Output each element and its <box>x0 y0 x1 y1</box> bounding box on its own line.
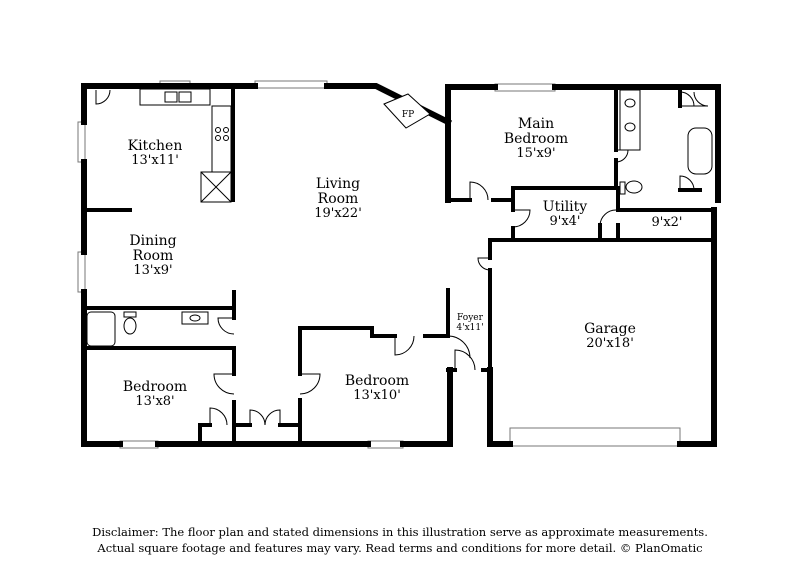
foyer-name: Foyer <box>457 313 484 323</box>
windows <box>77 80 681 449</box>
garage-dims: 20'x18' <box>586 336 634 351</box>
interior-walls <box>82 86 716 446</box>
fireplace-label: FP <box>402 110 414 120</box>
door-swings <box>95 89 709 426</box>
room-labels: Kitchen 13'x11' Living Room 19'x22' Main… <box>123 110 683 409</box>
fixtures <box>86 88 713 347</box>
main-bedroom-dims: 15'x9' <box>516 146 555 161</box>
living-dims: 19'x22' <box>314 206 362 221</box>
kitchen-dims: 13'x11' <box>131 153 179 168</box>
main-bedroom-name-1: Main <box>518 116 554 132</box>
bedroom-center-dims: 13'x10' <box>353 388 401 403</box>
dining-dims: 13'x9' <box>133 263 172 278</box>
bedroom-left-dims: 13'x8' <box>135 394 174 409</box>
disclaimer-line-1: Disclaimer: The floor plan and stated di… <box>92 525 708 539</box>
kitchen-name: Kitchen <box>128 138 183 154</box>
living-name-2: Room <box>318 191 359 207</box>
garage-name: Garage <box>584 321 636 337</box>
main-bedroom-name-2: Bedroom <box>504 131 568 147</box>
disclaimer: Disclaimer: The floor plan and stated di… <box>0 524 800 556</box>
living-name-1: Living <box>316 176 360 192</box>
dining-name-1: Dining <box>129 233 176 249</box>
foyer-dims: 4'x11' <box>456 323 483 333</box>
utility-name: Utility <box>543 199 587 215</box>
bedroom-left-name: Bedroom <box>123 379 187 395</box>
closet-dims: 9'x2' <box>651 215 682 230</box>
bedroom-center-name: Bedroom <box>345 373 409 389</box>
disclaimer-line-2: Actual square footage and features may v… <box>97 541 703 555</box>
dining-name-2: Room <box>133 248 174 264</box>
utility-dims: 9'x4' <box>549 214 580 229</box>
